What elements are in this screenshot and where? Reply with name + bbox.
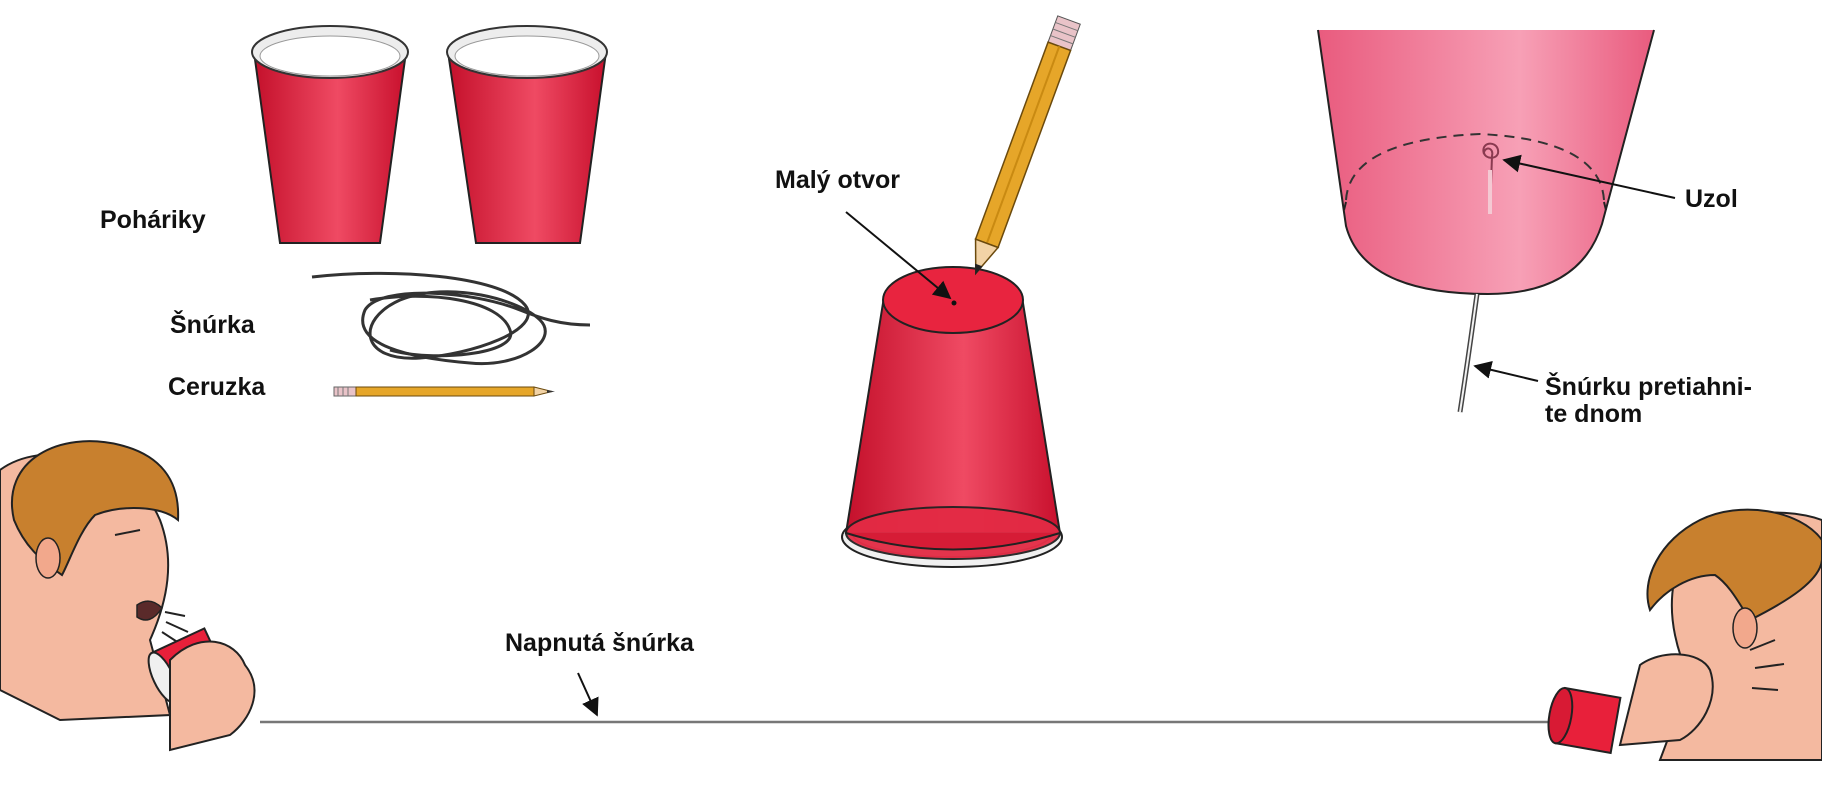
person-speaking [0,441,254,750]
cup-closeup [1318,30,1654,294]
cup-inverted [842,267,1062,567]
pull-string-arrow [1475,366,1538,381]
pull-string-label-line1: Šnúrku pretiahni- [1545,371,1752,401]
pencil-label: Ceruzka [168,373,266,401]
cup-right-upright [447,26,607,243]
taut-string-label: Napnutá šnúrka [505,629,695,657]
small-hole-label: Malý otvor [775,166,900,194]
string-label: Šnúrka [170,309,256,339]
cup-left-upright [252,26,408,243]
string-coil [312,273,590,363]
hole-dot [952,301,957,306]
knot-label: Uzol [1685,185,1738,213]
person-listening [1545,510,1822,760]
pull-string-label-line2: te dnom [1545,400,1642,428]
cups-label: Poháriky [100,206,206,234]
pencil-small [334,387,555,396]
taut-string-arrow [578,673,597,715]
pencil-large [964,16,1080,280]
